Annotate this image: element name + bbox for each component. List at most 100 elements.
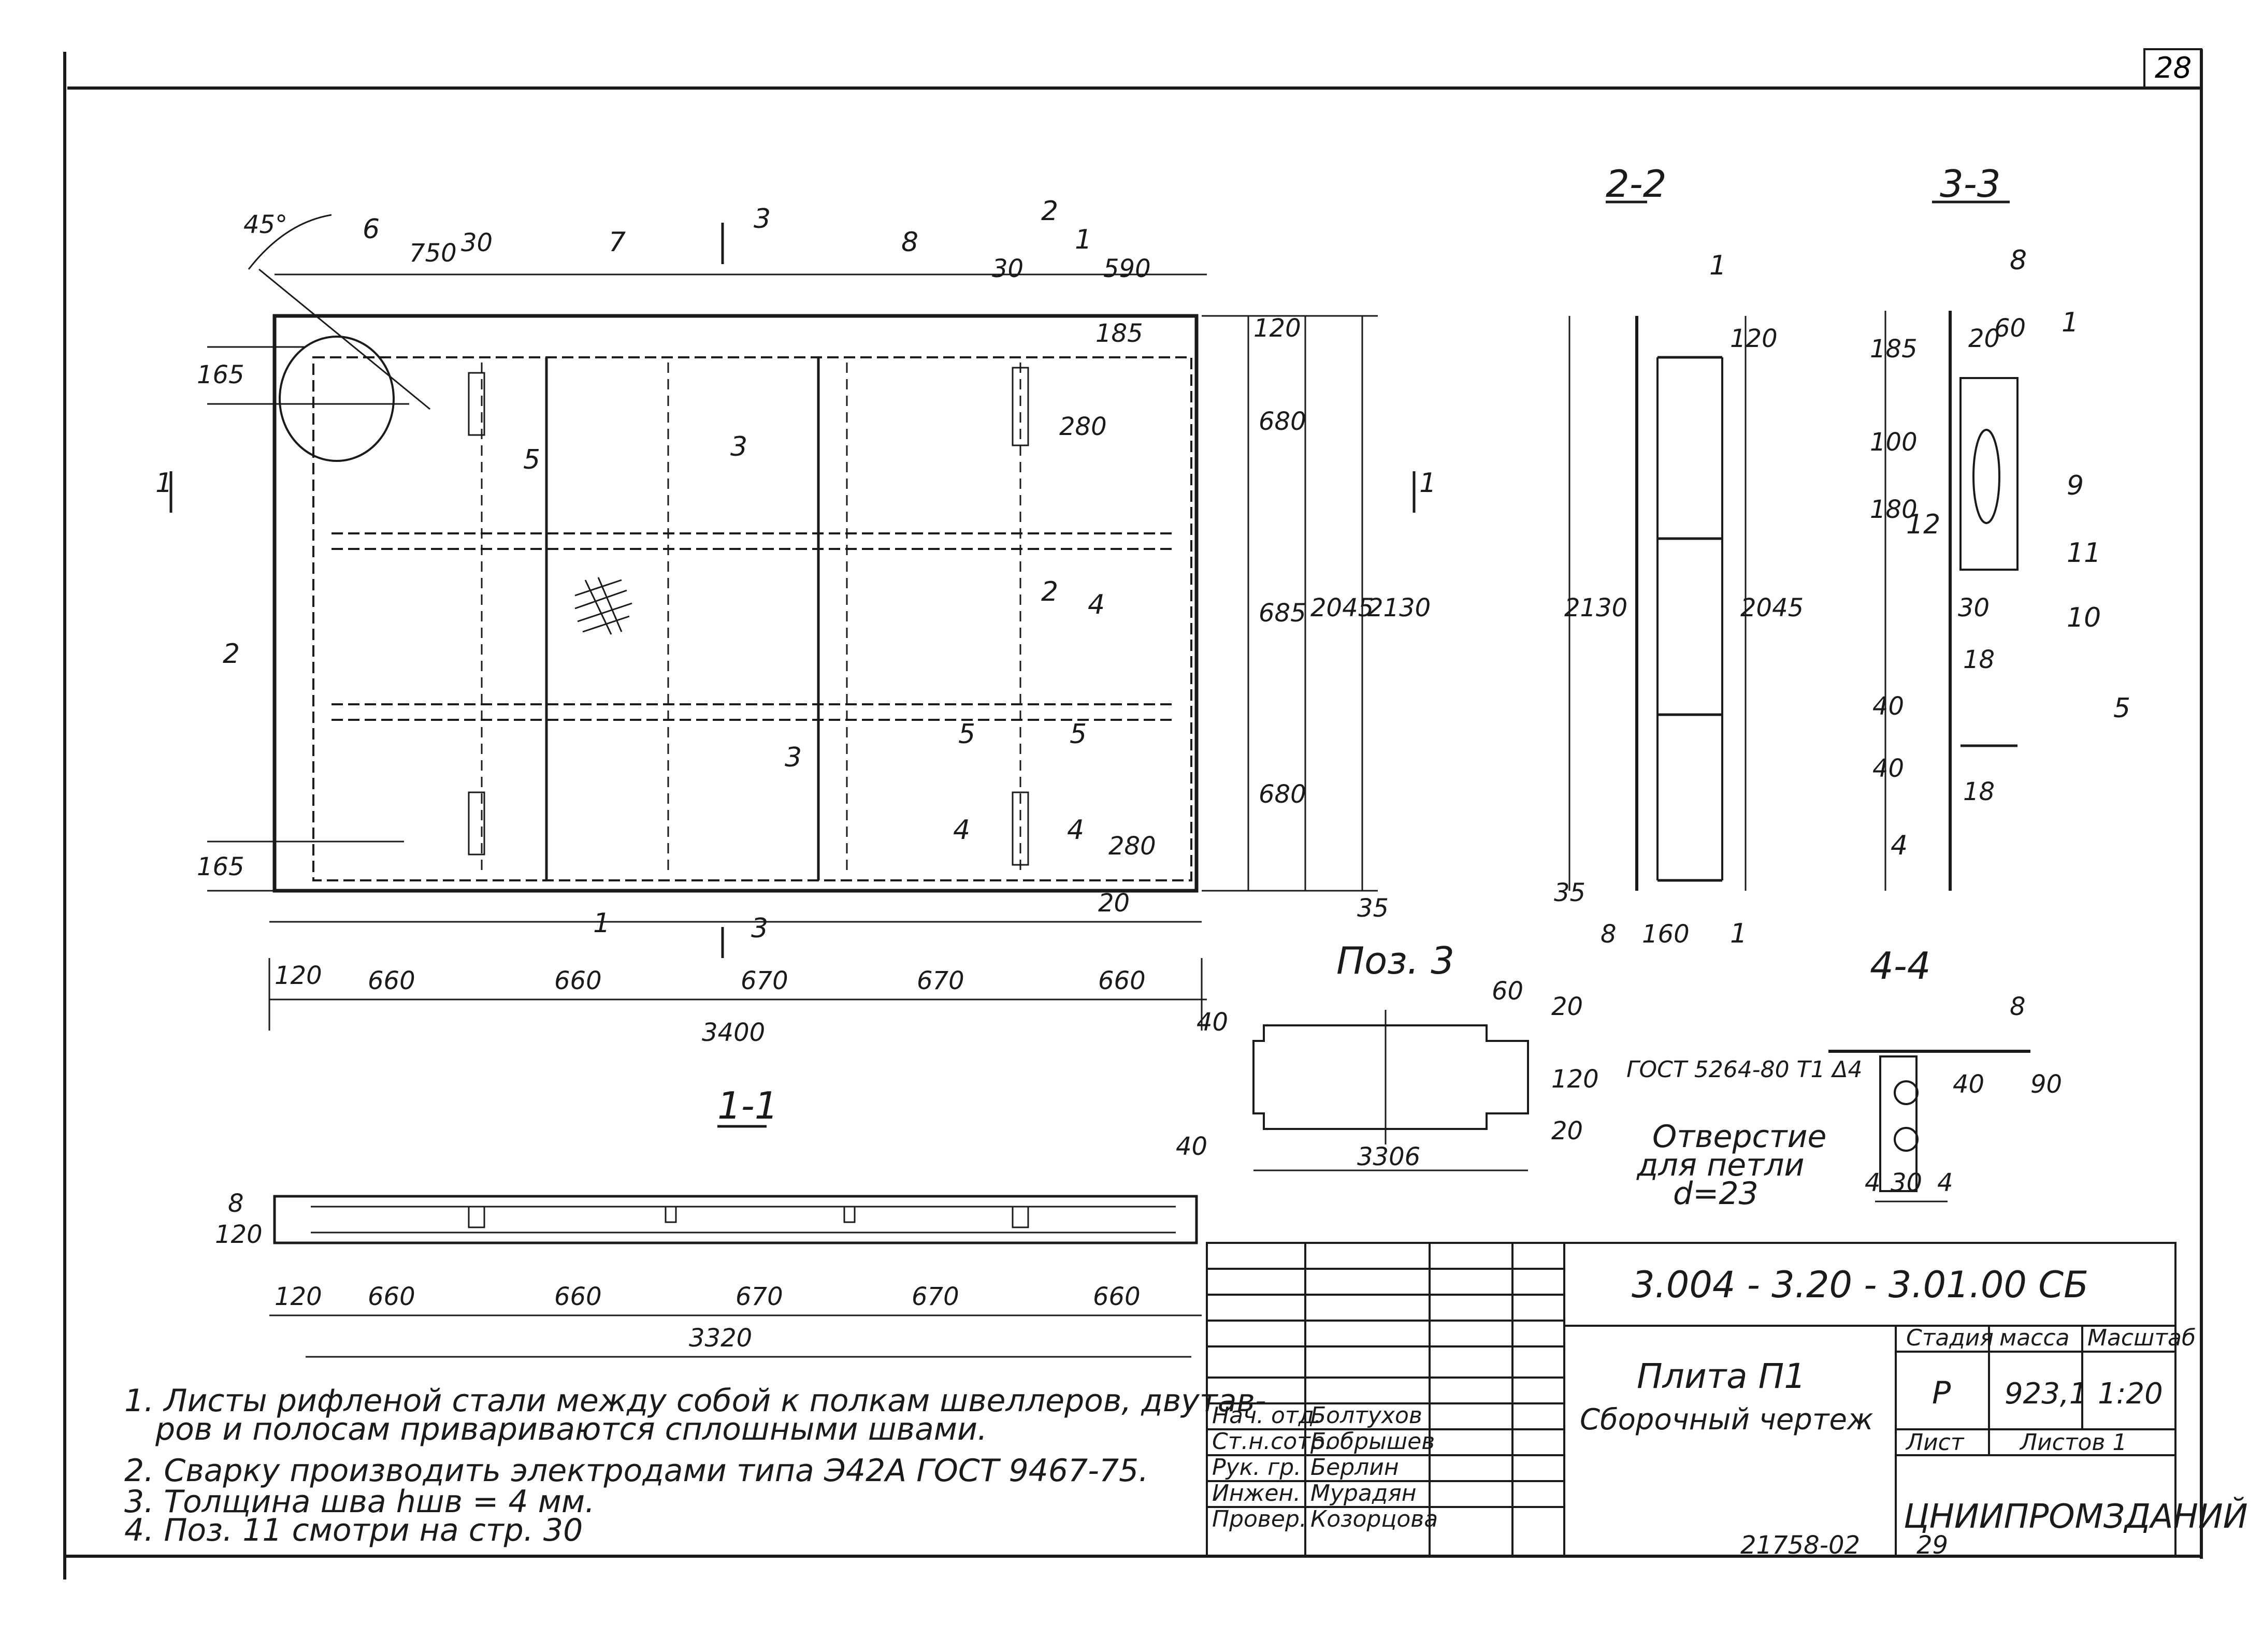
organization: ЦНИИПРОМЗДАНИЙ (1904, 1497, 2248, 1536)
svg-text:40: 40 (1197, 1008, 1228, 1037)
svg-text:660: 660 (1093, 1282, 1141, 1311)
svg-text:60: 60 (1994, 314, 2026, 343)
svg-text:3. Толщина шва hшв = 4 мм.: 3. Толщина шва hшв = 4 мм. (124, 1484, 595, 1520)
svg-text:8: 8 (2010, 992, 2026, 1021)
section-1-1-text: 1-1 8 120 40 120 660 660 670 670 660 332… (215, 1084, 1207, 1353)
svg-text:масса: масса (1999, 1325, 2070, 1351)
svg-text:185: 185 (1096, 319, 1143, 348)
svg-text:670: 670 (741, 966, 788, 995)
svg-text:4. Поз. 11 смотри на стр. 30: 4. Поз. 11 смотри на стр. 30 (124, 1512, 583, 1548)
svg-text:750: 750 (409, 239, 457, 268)
svg-text:Рук. гр.: Рук. гр. (1212, 1454, 1301, 1481)
plan-inner-frame (312, 356, 1192, 881)
svg-text:1-1: 1-1 (717, 1084, 779, 1127)
section-4-4-text: 4-4 ГОСТ 5264-80 Т1 Δ4 Отверстие для пет… (1626, 944, 2062, 1212)
svg-text:8: 8 (901, 227, 918, 258)
svg-text:670: 670 (736, 1282, 783, 1311)
svg-text:2: 2 (1041, 196, 1058, 227)
svg-text:3400: 3400 (702, 1018, 765, 1047)
svg-text:660: 660 (554, 966, 602, 995)
svg-text:4: 4 (953, 815, 970, 846)
svg-text:670: 670 (917, 966, 964, 995)
svg-text:5: 5 (2113, 693, 2130, 724)
svg-text:2: 2 (1041, 576, 1058, 607)
svg-text:Инжен.: Инжен. (1212, 1480, 1301, 1506)
svg-text:4-4: 4-4 (1870, 944, 1931, 988)
page-number: 28 (2155, 51, 2192, 85)
svg-text:165: 165 (197, 852, 244, 881)
svg-text:30: 30 (1891, 1168, 1922, 1197)
svg-text:8: 8 (228, 1189, 244, 1218)
drawing-code: 3.004 - 3.20 - 3.01.00 СБ (1632, 1264, 2088, 1306)
svg-text:12: 12 (1906, 509, 1940, 540)
svg-text:30: 30 (1958, 593, 1990, 622)
svg-text:3: 3 (730, 431, 747, 462)
pos3-detail (1252, 1010, 1529, 1171)
svg-text:Листов 1: Листов 1 (2019, 1429, 2127, 1456)
svg-text:35: 35 (1357, 894, 1389, 923)
svg-text:1: 1 (1709, 250, 1726, 281)
svg-text:2: 2 (223, 639, 240, 670)
svg-text:4: 4 (1891, 830, 1908, 861)
svg-text:Лист: Лист (1905, 1429, 1965, 1456)
svg-text:685: 685 (1259, 599, 1306, 628)
section-4-4 (1828, 1050, 2030, 1202)
svg-text:120: 120 (1253, 314, 1301, 343)
svg-text:3: 3 (751, 913, 768, 944)
svg-text:Нач. отд.: Нач. отд. (1212, 1402, 1321, 1429)
svg-text:4: 4 (1067, 815, 1084, 846)
svg-text:40: 40 (1872, 754, 1904, 783)
svg-text:1: 1 (155, 468, 172, 499)
svg-text:3: 3 (785, 742, 802, 773)
detail-circle (279, 336, 395, 462)
svg-text:для петли: для петли (1636, 1147, 1804, 1183)
svg-text:45°: 45° (243, 210, 287, 239)
plan-text: 45° 750 30 30 590 6 7 8 1 3 3 4 5 5 5 2 … (155, 196, 1436, 1047)
general-notes: 1. Листы рифленой стали между собой к по… (124, 1383, 1266, 1548)
svg-text:280: 280 (1059, 412, 1107, 441)
svg-text:ров и полосам привариваются сп: ров и полосам привариваются сплошными шв… (155, 1411, 987, 1447)
svg-text:30: 30 (461, 228, 493, 257)
section-2-2 (1568, 200, 1747, 891)
hatch-patch (574, 577, 632, 635)
section-3-3 (1884, 200, 2019, 891)
svg-text:Провер.: Провер. (1212, 1506, 1307, 1532)
svg-text:923,1: 923,1 (2005, 1377, 2087, 1411)
svg-text:2130: 2130 (1367, 593, 1431, 622)
svg-text:40: 40 (1176, 1132, 1207, 1161)
svg-text:2-2: 2-2 (1606, 162, 1667, 206)
svg-text:40: 40 (1953, 1070, 1984, 1099)
svg-text:Отверстие: Отверстие (1652, 1119, 1826, 1155)
svg-text:20: 20 (1098, 889, 1130, 918)
svg-text:30: 30 (992, 254, 1024, 283)
svg-text:2045: 2045 (1310, 593, 1374, 622)
svg-text:120: 120 (1730, 324, 1778, 353)
svg-text:1: 1 (2062, 307, 2079, 338)
svg-text:660: 660 (554, 1282, 602, 1311)
drawing-title: Плита П1 (1637, 1356, 1806, 1396)
svg-text:60: 60 (1492, 977, 1523, 1006)
svg-text:1: 1 (1730, 918, 1747, 949)
svg-text:Мурадян: Мурадян (1310, 1480, 1417, 1506)
svg-text:1. Листы рифленой стали между: 1. Листы рифленой стали между собой к по… (124, 1383, 1266, 1419)
svg-text:120: 120 (1551, 1065, 1599, 1094)
svg-text:18: 18 (1963, 777, 1995, 806)
svg-text:185: 185 (1870, 335, 1918, 364)
svg-text:7: 7 (609, 227, 626, 258)
svg-text:100: 100 (1870, 428, 1918, 457)
svg-text:Масштаб: Масштаб (2087, 1325, 2196, 1351)
svg-text:29: 29 (1916, 1531, 1948, 1560)
svg-text:2130: 2130 (1564, 593, 1627, 622)
svg-text:3320: 3320 (689, 1324, 752, 1353)
svg-text:160: 160 (1642, 920, 1690, 949)
svg-text:ГОСТ 5264-80 Т1 Δ4: ГОСТ 5264-80 Т1 Δ4 (1626, 1056, 1863, 1083)
svg-text:5: 5 (1070, 719, 1087, 750)
title-block (1206, 1242, 2176, 1557)
svg-text:670: 670 (912, 1282, 959, 1311)
svg-text:8: 8 (1601, 920, 1617, 949)
section-3-3-text: 3-3 8 1 9 11 10 5 4 12 185 100 180 20 60… (1870, 162, 2130, 861)
svg-text:165: 165 (197, 360, 244, 389)
svg-text:9: 9 (2067, 470, 2084, 501)
svg-text:d=23: d=23 (1673, 1176, 1758, 1212)
